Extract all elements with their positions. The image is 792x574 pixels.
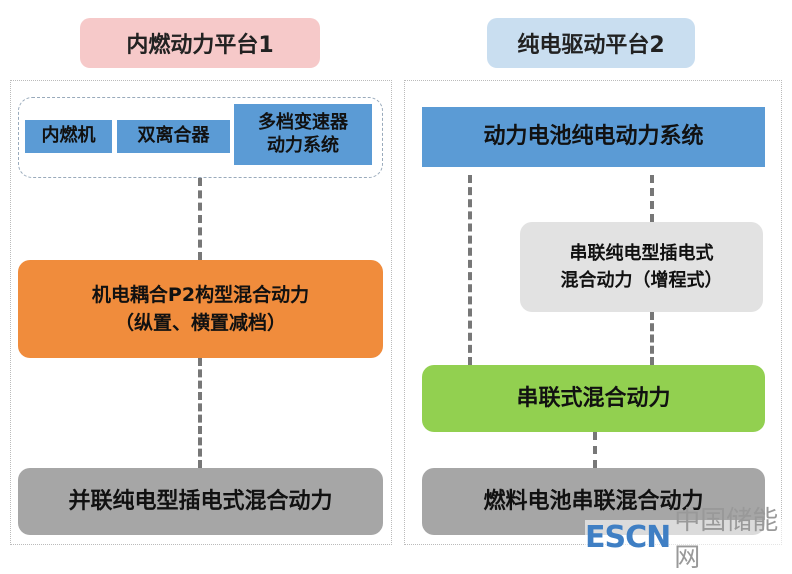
watermark-latin: ESCN <box>585 519 671 555</box>
connector-line <box>650 175 654 222</box>
left-components-group <box>18 97 383 178</box>
engine-box: 内燃机 <box>25 120 112 153</box>
range-extender-box: 串联纯电型插电式 混合动力（增程式） <box>520 222 763 312</box>
dct-box: 双离合器 <box>117 120 230 153</box>
watermark-cjk: 中国储能网 <box>674 506 779 573</box>
range-extender-line1: 串联纯电型插电式 <box>569 243 714 264</box>
connector-line <box>468 175 472 365</box>
transmission-line1: 多档变速器 <box>258 112 348 133</box>
connector-line <box>593 432 597 468</box>
connector-line <box>650 312 654 365</box>
right-platform-title: 纯电驱动平台2 <box>487 18 695 68</box>
connector-line <box>198 178 202 260</box>
connector-line <box>198 358 202 468</box>
transmission-line2: 动力系统 <box>267 134 339 156</box>
p2-hybrid-line2: （纵置、横置减档） <box>114 312 286 334</box>
left-platform-title: 内燃动力平台1 <box>80 18 320 68</box>
left-panel <box>10 80 392 545</box>
p2-hybrid-line1: 机电耦合P2构型混合动力 <box>91 283 310 306</box>
series-hybrid-box: 串联式混合动力 <box>422 365 765 432</box>
battery-ev-box: 动力电池纯电动力系统 <box>422 107 765 167</box>
parallel-phev-box: 并联纯电型插电式混合动力 <box>18 468 383 535</box>
range-extender-line2: 混合动力（增程式） <box>560 270 723 291</box>
p2-hybrid-box: 机电耦合P2构型混合动力 （纵置、横置减档） <box>18 260 383 358</box>
transmission-box: 多档变速器 动力系统 <box>234 104 372 165</box>
watermark-logo: ESCN 中国储能网 <box>585 506 792 573</box>
